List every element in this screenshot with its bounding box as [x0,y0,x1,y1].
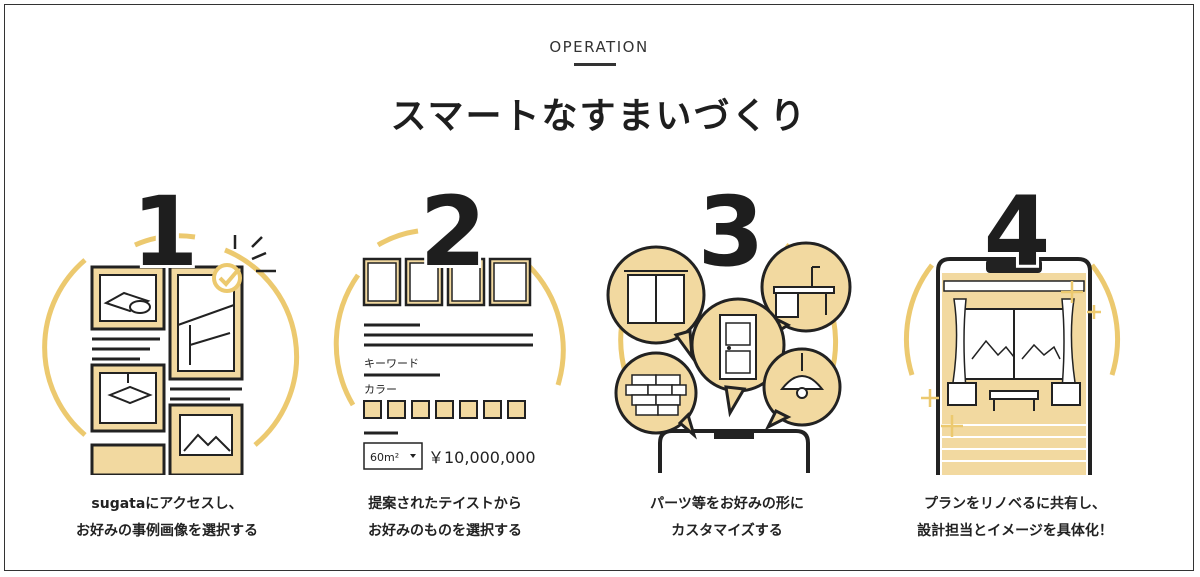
step-4: 4 [882,175,1152,475]
plan-visualize-icon: 4 [903,175,1121,475]
caption-line: お好みの事例画像を選択する [76,523,258,539]
step-3: 3 [596,175,866,475]
step-number: 1 [132,176,199,288]
caption-line: カスタマイズする [671,523,783,539]
step-number: 3 [698,176,765,288]
section-title: スマートなすまいづくり [390,96,808,137]
area-select-value: 60m² [370,451,399,464]
step-1-caption: sugataにアクセスし、 お好みの事例画像を選択する [17,491,317,545]
parts-customize-icon: 3 [606,175,852,473]
step-3-caption: パーツ等をお好みの形に カスタマイズする [577,491,877,545]
chevron-down-icon [410,454,416,458]
caption-line: 提案されたテイストから [368,496,522,512]
step-2-caption: 提案されたテイストから お好みのものを選択する [295,491,595,545]
step-4-caption: プランをリノベるに共有し、 設計担当とイメージを具体化！ [865,491,1165,545]
price-value: ￥10,000,000 [428,448,536,467]
step-2: キーワード カラー 60m² ￥10,000,000 2 [318,175,588,475]
step-number: 4 [984,176,1051,288]
keyword-label: キーワード [364,357,419,370]
photo-gallery-select-icon: 1 [42,175,299,475]
taste-search-form-icon: キーワード カラー 60m² ￥10,000,000 2 [333,175,566,470]
section-eyebrow: OPERATION [549,38,649,56]
caption-line: 設計担当とイメージを具体化！ [917,523,1113,539]
step-1: 1 [30,175,300,475]
caption-line: sugataにアクセスし、 [91,496,243,512]
eyebrow-underline [574,63,616,66]
caption-line: プランをリノベるに共有し、 [924,496,1106,512]
step-number: 2 [420,176,487,288]
caption-line: お好みのものを選択する [368,523,522,539]
color-label: カラー [364,383,397,396]
caption-line: パーツ等をお好みの形に [650,496,804,512]
